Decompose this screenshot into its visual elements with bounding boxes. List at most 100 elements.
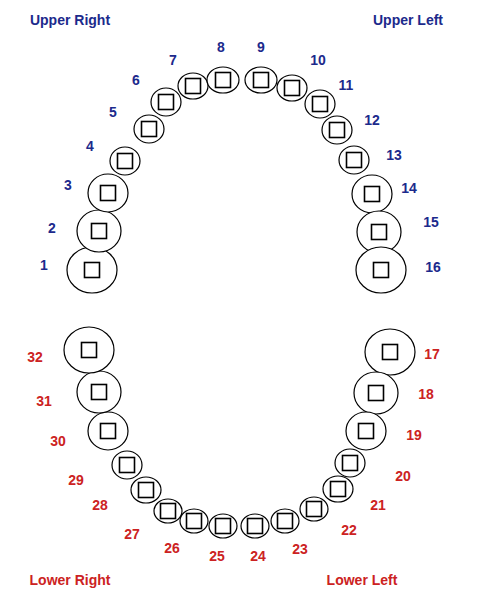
tooth-number: 31 (36, 393, 52, 409)
tooth-number: 30 (50, 433, 66, 449)
tooth-number: 5 (109, 104, 117, 120)
tooth-box (101, 186, 116, 201)
tooth-outline (207, 67, 239, 93)
tooth-outline (131, 477, 161, 503)
tooth-number: 2 (48, 220, 56, 236)
tooth-box (248, 519, 263, 534)
tooth-number: 8 (217, 39, 225, 55)
tooth-outline (352, 175, 392, 213)
tooth-number: 7 (169, 52, 177, 68)
tooth-box (343, 456, 358, 471)
tooth-outline (277, 75, 307, 101)
tooth-outline (271, 509, 299, 533)
tooth-outline (322, 116, 352, 144)
tooth-outline (300, 497, 328, 521)
tooth-box (278, 514, 293, 529)
tooth-box (92, 385, 107, 400)
tooth-outline (180, 509, 208, 533)
tooth-number: 22 (341, 522, 357, 538)
tooth-box (347, 153, 362, 168)
tooth-number: 19 (406, 427, 422, 443)
tooth-number: 26 (164, 540, 180, 556)
tooth-number: 14 (401, 180, 417, 196)
tooth-number: 20 (395, 468, 411, 484)
tooth-box (372, 225, 387, 240)
tooth-box (118, 154, 133, 169)
tooth-outline (77, 210, 121, 252)
tooth-outline (64, 327, 114, 373)
tooth-box (161, 504, 176, 519)
tooth-number: 23 (292, 541, 308, 557)
tooth-box (383, 345, 398, 360)
tooth-box (254, 73, 269, 88)
tooth-outline (346, 412, 386, 450)
tooth-number: 12 (364, 112, 380, 128)
tooth-box (369, 386, 384, 401)
tooth-box (120, 458, 135, 473)
quadrant-heading: Upper Left (373, 12, 443, 28)
tooth-outline (178, 73, 208, 99)
tooth-number: 17 (424, 346, 440, 362)
quadrant-heading: Lower Right (30, 572, 111, 588)
tooth-outline (88, 412, 128, 450)
tooth-box (365, 187, 380, 202)
tooth-outline (88, 174, 128, 212)
tooth-number: 24 (250, 548, 266, 564)
tooth-outline (305, 90, 335, 118)
tooth-box (285, 81, 300, 96)
tooth-box (313, 97, 328, 112)
tooth-number: 10 (310, 52, 326, 68)
tooth-number: 4 (86, 138, 94, 154)
tooth-number: 16 (425, 259, 441, 275)
tooth-number: 3 (64, 177, 72, 193)
tooth-number: 6 (132, 72, 140, 88)
tooth-outline (134, 115, 164, 143)
tooth-box (216, 519, 231, 534)
tooth-outline (67, 247, 117, 293)
tooth-outline (151, 88, 181, 116)
quadrant-heading: Lower Left (327, 572, 398, 588)
tooth-outline (323, 476, 353, 502)
tooth-outline (209, 514, 237, 538)
tooth-outline (112, 451, 142, 479)
tooth-outline (356, 247, 406, 293)
tooth-box (82, 343, 97, 358)
tooth-outline (154, 499, 182, 523)
tooth-box (330, 123, 345, 138)
tooth-number: 27 (124, 526, 140, 542)
tooth-number: 32 (27, 349, 43, 365)
tooth-outline (77, 371, 121, 413)
tooth-outline (339, 146, 369, 174)
tooth-box (159, 95, 174, 110)
tooth-number: 25 (209, 548, 225, 564)
tooth-box (186, 79, 201, 94)
tooth-number: 18 (418, 386, 434, 402)
tooth-box (307, 502, 322, 517)
tooth-outline (354, 372, 398, 414)
tooth-outline (110, 147, 140, 175)
tooth-outline (365, 329, 415, 375)
tooth-box (187, 514, 202, 529)
tooth-number: 1 (40, 257, 48, 273)
tooth-box (139, 483, 154, 498)
tooth-box (92, 224, 107, 239)
tooth-number: 13 (386, 147, 402, 163)
tooth-number: 29 (68, 472, 84, 488)
tooth-outline (335, 449, 365, 477)
tooth-box (374, 263, 389, 278)
tooth-number: 15 (423, 214, 439, 230)
tooth-box (101, 424, 116, 439)
tooth-box (216, 73, 231, 88)
tooth-box (142, 122, 157, 137)
tooth-number: 28 (92, 497, 108, 513)
tooth-box (85, 263, 100, 278)
tooth-box (331, 482, 346, 497)
tooth-number: 21 (370, 497, 386, 513)
tooth-box (359, 424, 374, 439)
tooth-number: 9 (257, 39, 265, 55)
tooth-outline (245, 67, 277, 93)
quadrant-heading: Upper Right (30, 12, 110, 28)
tooth-number: 11 (339, 77, 354, 93)
